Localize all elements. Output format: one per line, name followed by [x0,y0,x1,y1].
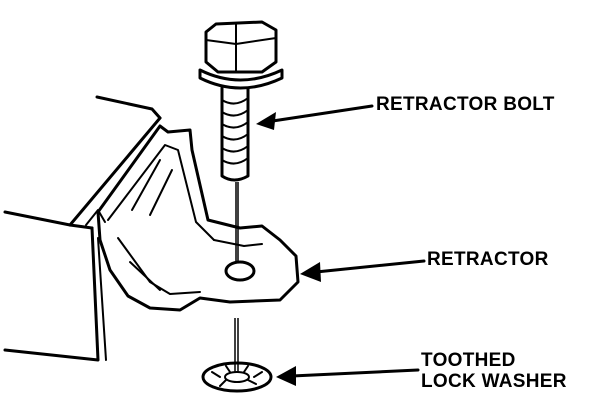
retractor-bolt [198,20,284,262]
retractor-bolt-label: RETRACTOR BOLT [376,94,555,115]
toothed-lock-washer-label-line2: LOCK WASHER [421,371,567,392]
toothed-lock-washer-label-line1: TOOTHED [421,350,516,371]
retractor-label: RETRACTOR [427,249,549,270]
body-panel [3,95,162,362]
leader-arrow-washer [276,366,420,386]
leader-arrow-bolt [256,104,374,130]
retractor-bracket [96,124,300,312]
leader-arrow-retractor [300,259,426,282]
toothed-lock-washer [201,361,273,393]
